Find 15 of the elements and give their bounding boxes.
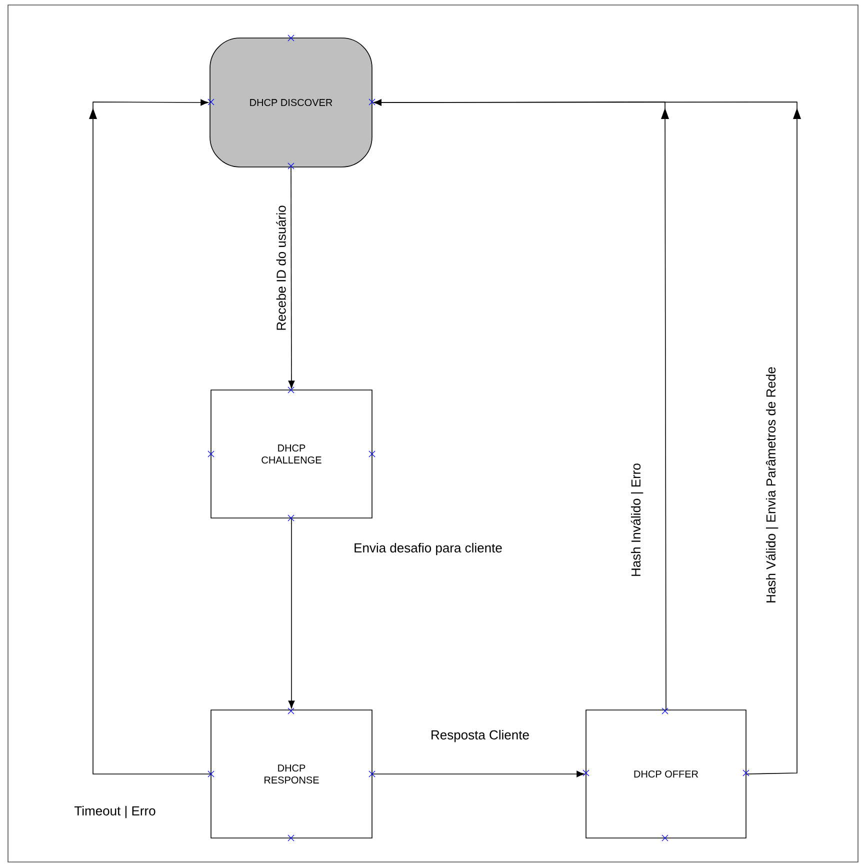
- process-box: DHCP OFFER: [586, 710, 746, 838]
- edge-label: Resposta Cliente: [430, 728, 530, 744]
- arrow: [89, 99, 211, 774]
- process-box: DHCP CHALLENGE: [210, 390, 372, 518]
- edge-label: Hash Inválido | Erro: [630, 462, 644, 578]
- arrow: [288, 518, 295, 708]
- arrow: [374, 99, 801, 774]
- edge-label: Envia desafio para cliente: [352, 542, 504, 556]
- edge-label: Hash Válido | Envia Parâmetros de Rede: [764, 366, 780, 604]
- rounded-process-box: DHCP DISCOVER: [210, 38, 372, 168]
- process-box: DHCP RESPONSE: [210, 710, 372, 838]
- edge-label: Recebe ID do usuário: [275, 204, 287, 332]
- edge-label: Timeout | Erro: [73, 804, 157, 820]
- arrow: [288, 167, 295, 388]
- arrow: [372, 770, 584, 778]
